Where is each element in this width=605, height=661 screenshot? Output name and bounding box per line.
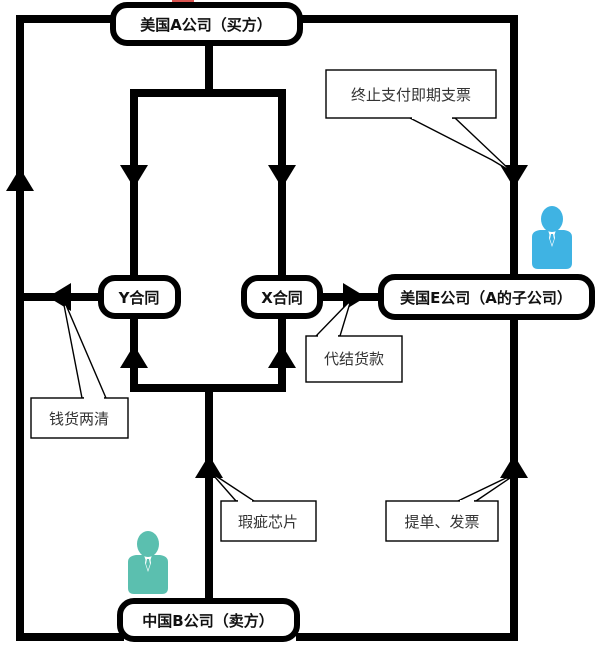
contract-x-label: X合同 xyxy=(261,289,303,307)
callout-settled: 钱货两清 xyxy=(30,304,129,439)
frame-right-bottom xyxy=(296,314,518,641)
arrow-up-to-y xyxy=(120,345,148,368)
callout-bill-invoice: 提单、发票 xyxy=(385,477,513,542)
callout-box xyxy=(385,500,499,542)
node-company-b: 中国B公司（卖方） xyxy=(117,598,300,642)
arrow-down-to-y xyxy=(120,165,148,188)
node-box xyxy=(378,274,595,320)
company-e-label: 美国E公司（A的子公司） xyxy=(400,289,572,307)
contract-y-label: Y合同 xyxy=(118,289,160,307)
callout-pointer xyxy=(63,304,108,399)
arrow-left-from-y xyxy=(48,283,71,311)
frame-left-top xyxy=(16,15,124,641)
callout-stop-payment-label: 终止支付即期支票 xyxy=(351,86,471,104)
node-company-e: 美国E公司（A的子公司） xyxy=(378,274,595,320)
arrow-down-to-e xyxy=(500,165,528,188)
node-box xyxy=(117,598,300,642)
arrow-down-to-x xyxy=(268,165,296,188)
callout-stop-payment: 终止支付即期支票 xyxy=(325,69,513,173)
callout-bill-invoice-label: 提单、发票 xyxy=(404,513,479,531)
callout-box xyxy=(220,500,317,542)
node-box xyxy=(98,275,181,319)
callout-collect-payment-label: 代结货款 xyxy=(324,350,384,368)
arrow-up-from-b xyxy=(195,455,223,478)
node-contract-x: X合同 xyxy=(241,275,323,319)
company-b-label: 中国B公司（卖方） xyxy=(142,612,273,630)
accent-mark xyxy=(172,0,194,3)
node-contract-y: Y合同 xyxy=(98,275,181,319)
callout-pointer xyxy=(457,477,513,502)
callout-box xyxy=(305,335,403,383)
callout-settled-label: 钱货两清 xyxy=(49,410,109,428)
arrow-up-from-b-to-e xyxy=(500,455,528,478)
node-company-a: 美国A公司（买方） xyxy=(110,2,303,46)
node-box xyxy=(241,275,323,319)
person-icon xyxy=(128,531,168,594)
callout-collect-payment: 代结货款 xyxy=(305,302,403,383)
callout-pointer xyxy=(409,117,513,173)
person-icon xyxy=(532,206,572,269)
company-a-label: 美国A公司（买方） xyxy=(140,16,272,34)
callout-pointer xyxy=(212,475,257,502)
node-box xyxy=(110,2,303,46)
arrow-up-left-frame xyxy=(6,168,34,191)
callout-box xyxy=(30,397,129,439)
arrow-up-to-x xyxy=(268,345,296,368)
callout-defective-chips: 瑕疵芯片 xyxy=(212,475,317,542)
frame-right-top xyxy=(291,15,518,284)
callout-defective-chips-label: 瑕疵芯片 xyxy=(238,513,298,531)
callout-box xyxy=(325,69,497,119)
